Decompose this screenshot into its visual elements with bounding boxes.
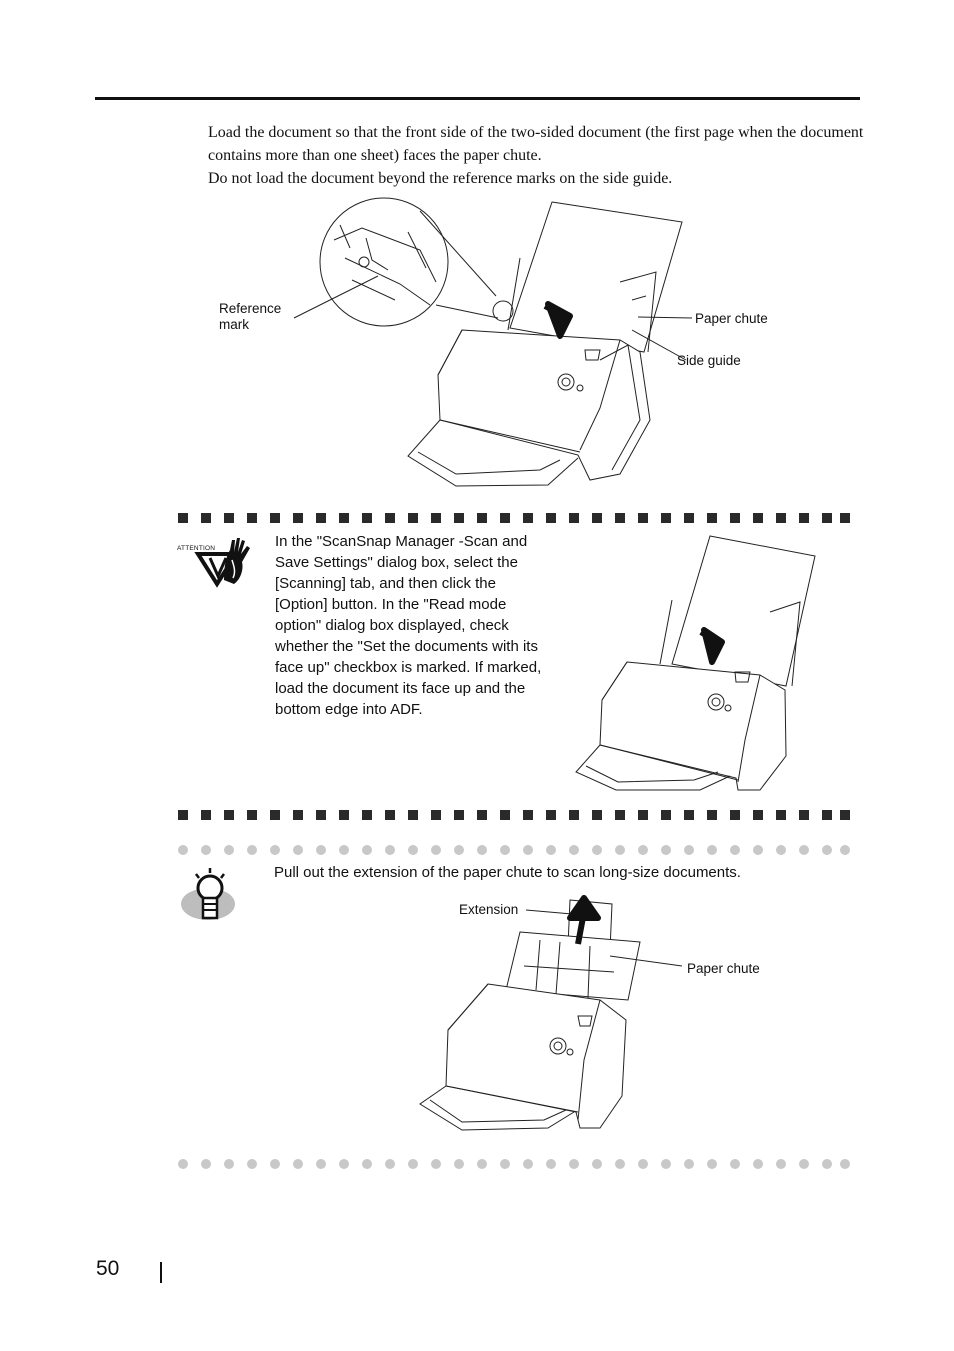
paper-chute-label: Paper chute	[695, 311, 768, 326]
reference-mark-label: Reference mark	[219, 301, 281, 333]
header-rule	[95, 97, 860, 100]
hint-text: Pull out the extension of the paper chut…	[274, 864, 741, 881]
page-number: 50	[96, 1257, 120, 1280]
reference-mark-label-line-2: mark	[219, 317, 249, 332]
intro-paragraph: Load the document so that the front side…	[208, 121, 868, 190]
attention-bottom-border	[178, 810, 850, 820]
attention-top-border	[178, 513, 850, 523]
attention-icon-label: ATTENTION	[177, 545, 216, 552]
intro-line-2: Do not load the document beyond the refe…	[208, 170, 673, 187]
reference-mark-label-line-1: Reference	[219, 301, 282, 316]
page-number-divider	[160, 1262, 162, 1283]
hint-lightbulb-icon	[181, 868, 235, 920]
extension-label: Extension	[459, 902, 519, 917]
attention-hand-icon	[194, 538, 250, 588]
intro-line-1: Load the document so that the front side…	[208, 124, 864, 164]
hint-bottom-border	[178, 1159, 850, 1169]
attention-text: In the "ScanSnap Manager -Scan and Save …	[275, 533, 542, 718]
hint-top-border	[178, 845, 850, 855]
hint-paper-chute-label: Paper chute	[687, 961, 760, 976]
side-guide-label: Side guide	[677, 353, 741, 368]
